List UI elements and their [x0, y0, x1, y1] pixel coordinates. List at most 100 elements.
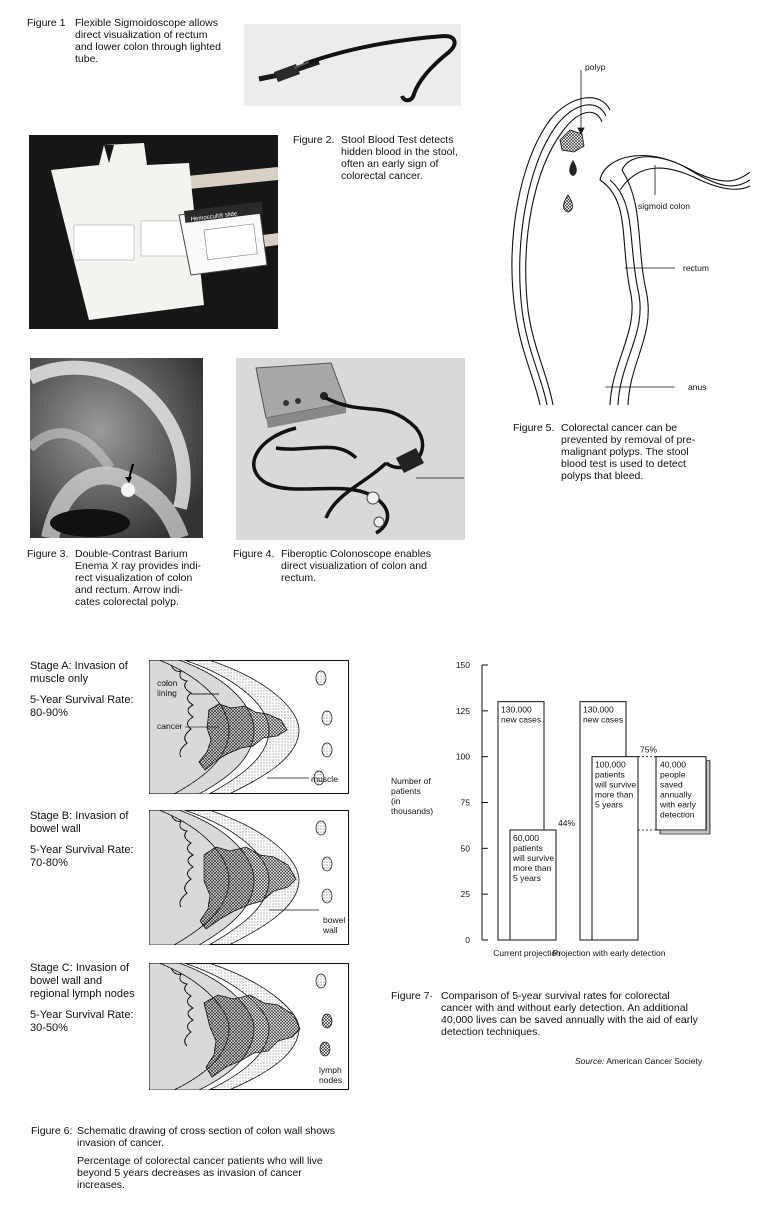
stage-title-line: bowel wall [30, 823, 81, 835]
caption-line: cancer with and without early detection.… [441, 1002, 688, 1014]
barium-enema-xray-photo [30, 358, 203, 538]
label-line: lining [157, 688, 177, 698]
stage-title-line: Stage A: Invasion of [30, 660, 128, 672]
bar-label-new-cases: new cases [501, 715, 541, 725]
figure-1-caption: Figure 1 Flexible Sigmoidoscope allows d… [27, 17, 237, 77]
figure-5-number: Figure 5. [513, 422, 555, 434]
saved-label: saved [660, 780, 683, 790]
ylabel-line: (in [391, 796, 401, 806]
caption-note-line: increases. [77, 1179, 125, 1191]
chart-y-axis-title: Number of patients (in thousands) [391, 776, 433, 816]
caption-line: colorectal cancer. [341, 170, 423, 182]
ylabel-line: Number of [391, 776, 431, 786]
saved-label: detection [660, 810, 695, 820]
bar-label-new-cases: 130,000 [501, 705, 532, 715]
caption-line: blood test is used to detect [561, 458, 686, 470]
bar-label-survive: patients [513, 843, 543, 853]
stage-rate-line: 30-50% [30, 1022, 68, 1034]
caption-line: 40,000 lives can be saved annually with … [441, 1014, 698, 1026]
caption-note-line: Percentage of colorectal cancer patients… [77, 1155, 323, 1167]
source-text: American Cancer Society [606, 1056, 703, 1066]
stage-rate-line: 5-Year Survival Rate: [30, 844, 134, 856]
figure-7-caption: Figure 7· Comparison of 5-year survival … [391, 990, 741, 1042]
bowel-wall-label: bowel wall [323, 915, 345, 935]
figure-4-number: Figure 4. [233, 548, 275, 560]
figure-3-number: Figure 3. [27, 548, 69, 560]
saved-box [655, 756, 707, 831]
caption-line: Colorectal cancer can be [561, 422, 678, 434]
x-category-label: Projection with early detection [553, 948, 666, 958]
caption-line: polyps that bleed. [561, 470, 644, 482]
bar-label-survive: 5 years [595, 800, 623, 810]
bar-label-new-cases: 130,000 [583, 705, 614, 715]
stage-b-text: Stage B: Invasion of bowel wall 5-Year S… [30, 810, 150, 870]
saved-label: annually [660, 790, 692, 800]
caption-line: direct visualization of colon and [281, 560, 427, 572]
bar-survive [509, 829, 557, 941]
polyp-label: polyp [585, 62, 606, 72]
stage-c-text: Stage C: Invasion of bowel wall and regi… [30, 962, 160, 1035]
y-tick-label: 125 [456, 706, 470, 716]
caption-line: rect visualization of colon [75, 572, 193, 584]
caption-line: prevented by removal of pre- [561, 434, 696, 446]
colonoscope-photo [236, 358, 465, 540]
stage-rate-line: 5-Year Survival Rate: [30, 1009, 134, 1021]
percent-label: 44% [558, 818, 575, 828]
stage-a-diagram: colon lining cancer muscle [149, 660, 349, 794]
caption-line: malignant polyps. The stool [561, 446, 689, 458]
ylabel-line: patients [391, 786, 421, 796]
caption-line: invasion of cancer. [77, 1137, 164, 1149]
caption-line: Flexible Sigmoidoscope allows [75, 17, 218, 29]
stage-title-line: Stage C: Invasion of [30, 962, 130, 974]
figure-2-caption: Figure 2. Stool Blood Test detects hidde… [293, 134, 503, 186]
stage-title-line: regional lymph nodes [30, 988, 135, 1000]
caption-line: Fiberoptic Colonoscope enables [281, 548, 432, 560]
caption-line: and rectum. Arrow indi- [75, 584, 183, 596]
figure-4-caption: Figure 4. Fiberoptic Colonoscope enables… [233, 548, 463, 588]
caption-line: Comparison of 5-year survival rates for … [441, 990, 670, 1002]
bar-label-survive: 100,000 [595, 760, 626, 770]
rectum-label: rectum [683, 263, 709, 273]
y-tick-label: 50 [461, 843, 471, 853]
source-label: Source: [575, 1056, 605, 1066]
bar-label-survive: 60,000 [513, 833, 539, 843]
label-line: bowel [323, 915, 346, 925]
muscle-label: muscle [311, 774, 338, 784]
bar-label-survive: 5 years [513, 873, 541, 883]
y-tick-label: 0 [465, 935, 470, 945]
cancer-label: cancer [157, 721, 183, 731]
figure-6-number: Figure 6: [31, 1125, 73, 1137]
stage-title-line: muscle only [30, 673, 89, 685]
caption-line: detection techniques. [441, 1026, 541, 1038]
stage-b-diagram: bowel wall [149, 810, 349, 945]
y-tick-label: 75 [461, 798, 471, 808]
caption-line: Enema X ray provides indi- [75, 560, 202, 572]
caption-line: hidden blood in the stool, [341, 146, 458, 158]
caption-line: often an early sign of [341, 158, 439, 170]
caption-line: tube. [75, 53, 99, 65]
bar-label-survive: patients [595, 770, 625, 780]
anus-label: anus [688, 382, 707, 392]
caption-line: rectum. [281, 572, 317, 584]
caption-line: Stool Blood Test detects [341, 134, 454, 146]
y-tick-label: 100 [456, 752, 470, 762]
caption-line: direct visualization of rectum [75, 29, 208, 41]
caption-note-line: beyond 5 years decreases as invasion of … [77, 1167, 302, 1179]
colon-polyp-diagram: polyp sigmoid colon rectum anus [510, 60, 750, 410]
caption-line: cates colorectal polyp. [75, 596, 179, 608]
label-line: colon [157, 678, 178, 688]
label-line: lymph [319, 1065, 342, 1075]
stage-rate-line: 5-Year Survival Rate: [30, 694, 134, 706]
figure-2-number: Figure 2. [293, 134, 335, 146]
stage-c-diagram: lymph nodes [149, 963, 349, 1090]
chart-source: Source: American Cancer Society [575, 1056, 702, 1066]
caption-line: and lower colon through lighted [75, 41, 221, 53]
caption-line: Double-Contrast Barium [75, 548, 188, 560]
stage-rate-line: 70-80% [30, 857, 68, 869]
stage-title-line: bowel wall and [30, 975, 103, 987]
caption-line: Schematic drawing of cross section of co… [77, 1125, 335, 1137]
x-category-label: Current projection [493, 948, 561, 958]
colon-lining-label: colon lining [157, 678, 177, 698]
